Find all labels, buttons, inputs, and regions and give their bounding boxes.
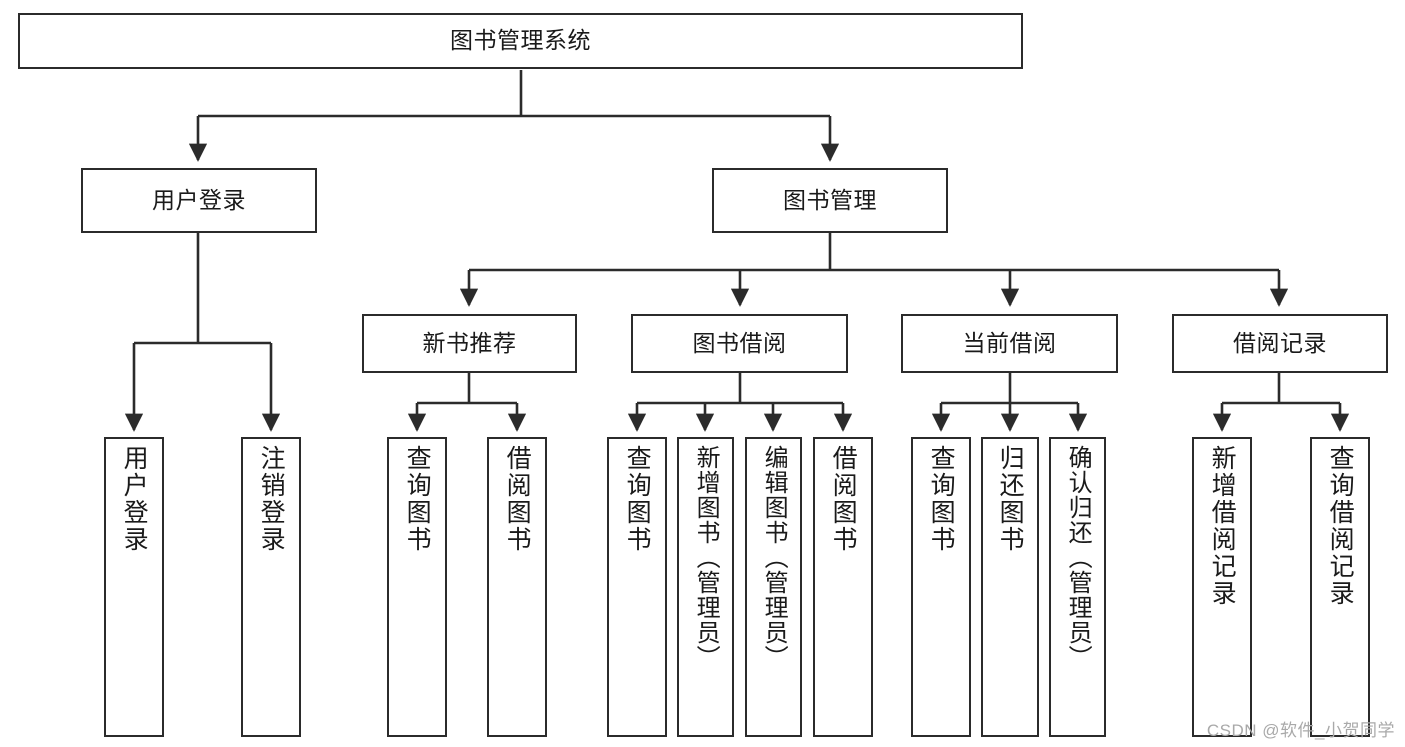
node-book-borrow[interactable]: 图书借阅	[631, 314, 848, 373]
node-label: 查询借阅记录	[1326, 445, 1355, 607]
node-borrow-record[interactable]: 借阅记录	[1172, 314, 1388, 373]
watermark: CSDN @软件_小贺同学	[1206, 721, 1395, 740]
node-book-management[interactable]: 图书管理	[712, 168, 948, 233]
node-new-book-recommend[interactable]: 新书推荐	[362, 314, 577, 373]
node-label: 注销登录	[257, 445, 286, 553]
node-label: 借阅记录	[1233, 329, 1327, 356]
node-label: 编辑图书（管理员）	[760, 445, 788, 670]
node-label: 图书管理系统	[450, 27, 591, 54]
leaf-add-borrow-record[interactable]: 新增借阅记录	[1192, 437, 1252, 737]
leaf-logout[interactable]: 注销登录	[241, 437, 301, 737]
node-label: 当前借阅	[962, 329, 1057, 356]
node-label: 新增图书（管理员）	[692, 445, 720, 670]
leaf-query-book-recommend[interactable]: 查询图书	[387, 437, 447, 737]
node-label: 图书借阅	[692, 329, 787, 356]
node-label: 借阅图书	[829, 445, 858, 553]
leaf-borrow-book-recommend[interactable]: 借阅图书	[487, 437, 547, 737]
leaf-borrow-book[interactable]: 借阅图书	[813, 437, 873, 737]
node-label: 新增借阅记录	[1208, 445, 1237, 607]
leaf-query-book-current[interactable]: 查询图书	[911, 437, 971, 737]
node-label: 归还图书	[996, 445, 1025, 553]
node-label: 查询图书	[403, 445, 432, 553]
leaf-edit-book-admin[interactable]: 编辑图书（管理员）	[745, 437, 802, 737]
node-label: 图书管理	[783, 186, 877, 213]
node-label: 借阅图书	[503, 445, 532, 553]
leaf-query-book-borrow[interactable]: 查询图书	[607, 437, 667, 737]
node-label: 用户登录	[120, 445, 149, 553]
leaf-query-borrow-record[interactable]: 查询借阅记录	[1310, 437, 1370, 737]
node-label: 用户登录	[152, 186, 246, 213]
node-root-system[interactable]: 图书管理系统	[18, 13, 1023, 69]
leaf-user-login[interactable]: 用户登录	[104, 437, 164, 737]
node-label: 查询图书	[927, 445, 956, 553]
node-user-login[interactable]: 用户登录	[81, 168, 317, 233]
node-label: 查询图书	[623, 445, 652, 553]
leaf-confirm-return-admin[interactable]: 确认归还（管理员）	[1049, 437, 1106, 737]
leaf-return-book[interactable]: 归还图书	[981, 437, 1039, 737]
leaf-add-book-admin[interactable]: 新增图书（管理员）	[677, 437, 734, 737]
node-label: 新书推荐	[422, 329, 517, 356]
node-current-borrow[interactable]: 当前借阅	[901, 314, 1118, 373]
node-label: 确认归还（管理员）	[1064, 445, 1092, 670]
